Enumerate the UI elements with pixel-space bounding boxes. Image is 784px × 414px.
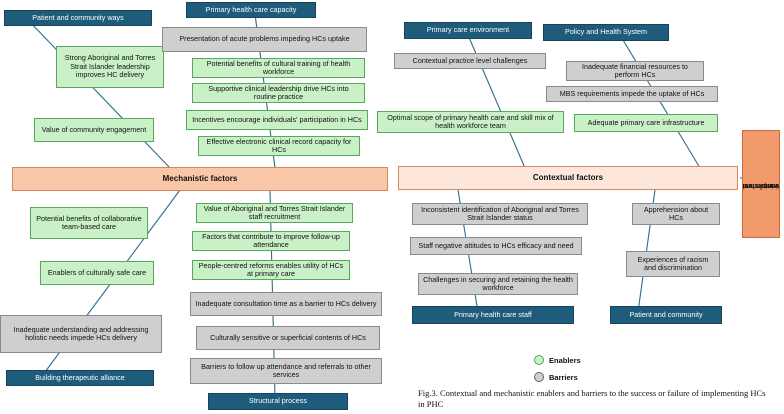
barrier-retaining-workforce: Challenges in securing and retaining the…: [418, 273, 578, 295]
contextual-factors-box: Contextual factors: [398, 166, 738, 190]
barrier-racism: Experiences of racism and discrimination: [626, 251, 720, 277]
barrier-holistic-needs: Inadequate understanding and addressing …: [0, 315, 162, 353]
legend-enablers: Enablers: [534, 355, 581, 365]
barrier-mbs-requirements: MBS requirements impede the uptake of HC…: [546, 86, 718, 102]
enabler-infrastructure: Adequate primary care infrastructure: [574, 114, 718, 132]
category-policy-health-system: Policy and Health System: [543, 24, 669, 41]
category-phc-staff: Primary health care staff: [412, 306, 574, 324]
category-primary-care-environment: Primary care environment: [404, 22, 532, 39]
barrier-apprehension: Apprehension about HCs: [632, 203, 720, 225]
category-structural-process: Structural process: [208, 393, 348, 410]
enabler-clinical-leadership: Supportive clinical leadership drive HCs…: [192, 83, 365, 103]
barrier-cultural-contents: Culturally sensitive or superficial cont…: [196, 326, 380, 350]
enabler-staff-recruitment: Value of Aboriginal and Torres Strait Is…: [196, 203, 353, 223]
barrier-followup-barriers: Barriers to follow up attendance and ref…: [190, 358, 382, 384]
category-phc-capacity: Primary health care capacity: [186, 2, 316, 18]
barrier-inconsistent-id: Inconsistent identification of Aborigina…: [412, 203, 588, 225]
enabler-optimal-scope: Optimal scope of primary health care and…: [377, 111, 564, 133]
legend-enablers-label: Enablers: [549, 355, 581, 365]
legend-barriers: Barriers: [534, 372, 578, 382]
enabler-incentives: Incentives encourage individuals' partic…: [186, 110, 368, 130]
enabler-swatch-icon: [534, 355, 544, 365]
barrier-financial-resources: Inadequate financial resources to perfor…: [566, 61, 704, 81]
enabler-people-centred: People-centred reforms enables utility o…: [192, 260, 350, 280]
enabler-ecr-capacity: Effective electronic clinical record cap…: [198, 136, 360, 156]
enabler-cultural-training: Potential benefits of cultural training …: [192, 58, 365, 78]
figure-caption: Fig.3. Contextual and mechanistic enable…: [418, 388, 766, 409]
mechanistic-factors-box: Mechanistic factors: [12, 167, 388, 191]
category-patient-community: Patient and community: [610, 306, 722, 324]
category-patient-community-ways: Patient and community ways: [4, 10, 152, 26]
outcome-line-4: diseases: [760, 181, 780, 189]
enabler-strong-leadership: Strong Aboriginal and Torres Strait Isla…: [56, 46, 164, 88]
legend-barriers-label: Barriers: [549, 372, 578, 382]
barrier-consultation-time: Inadequate consultation time as a barrie…: [190, 292, 382, 316]
enabler-value-engagement: Value of community engagement: [34, 118, 154, 142]
outcome-box: HCs implementation in the prevention and…: [742, 130, 780, 238]
category-building-alliance: Building therapeutic alliance: [6, 370, 154, 386]
barrier-acute-problems: Presentation of acute problems impeding …: [162, 27, 367, 52]
enabler-safe-care: Enablers of culturally safe care: [40, 261, 154, 285]
outcome-label: HCs implementation in the prevention and…: [743, 143, 780, 225]
enabler-followup-factors: Factors that contribute to improve follo…: [192, 231, 350, 251]
barrier-negative-attitudes: Staff negative attitudes to HCs efficacy…: [410, 237, 582, 255]
enabler-team-based-care: Potential benefits of collaborative team…: [30, 207, 148, 239]
barrier-contextual-challenges: Contextual practice level challenges: [394, 53, 546, 69]
barrier-swatch-icon: [534, 372, 544, 382]
